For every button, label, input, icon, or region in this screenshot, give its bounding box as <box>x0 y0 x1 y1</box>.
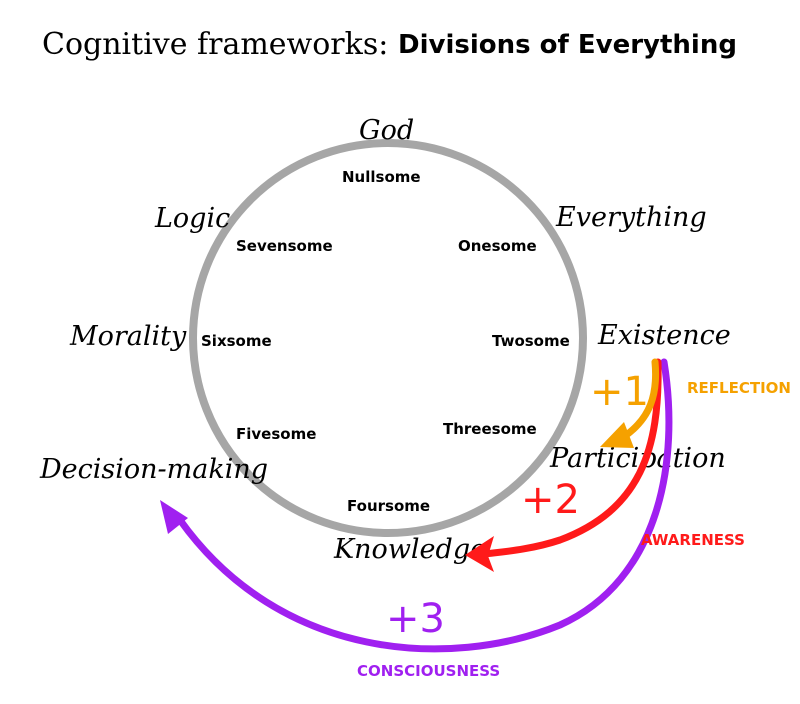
concept-logic: Logic <box>154 203 230 234</box>
division-foursome: Foursome <box>347 497 430 515</box>
concept-morality: Morality <box>69 321 187 352</box>
reflection-arrow <box>621 358 660 440</box>
division-sevensome: Sevensome <box>236 237 333 255</box>
reflection-increment: +1 <box>590 369 649 415</box>
awareness-arrowhead <box>465 536 494 572</box>
awareness-label: AWARENESS <box>641 531 745 549</box>
title-prefix: Cognitive frameworks: <box>42 27 388 62</box>
concept-existence: Existence <box>597 320 731 351</box>
concept-everything: Everything <box>555 202 707 233</box>
consciousness-increment: +3 <box>386 596 445 642</box>
consciousness-arrow <box>176 358 673 653</box>
reflection-arrowhead <box>600 422 634 448</box>
awareness-increment: +2 <box>521 477 580 523</box>
concept-participation: Participation <box>549 443 726 474</box>
division-sixsome: Sixsome <box>201 332 272 350</box>
concept-god: God <box>359 115 414 146</box>
title-main: Divisions of Everything <box>398 30 737 60</box>
division-nullsome: Nullsome <box>342 168 421 186</box>
awareness-arrow <box>481 358 662 558</box>
concept-decision-making: Decision-making <box>39 454 268 485</box>
reflection-label: REFLECTION <box>687 379 791 397</box>
consciousness-label: CONSCIOUSNESS <box>357 662 500 680</box>
division-onesome: Onesome <box>458 237 537 255</box>
division-fivesome: Fivesome <box>236 425 316 443</box>
concept-knowledge: Knowledge <box>333 534 486 565</box>
division-threesome: Threesome <box>443 420 537 438</box>
division-twosome: Twosome <box>492 332 570 350</box>
consciousness-arrowhead <box>160 500 188 534</box>
divisions-circle <box>189 139 587 537</box>
